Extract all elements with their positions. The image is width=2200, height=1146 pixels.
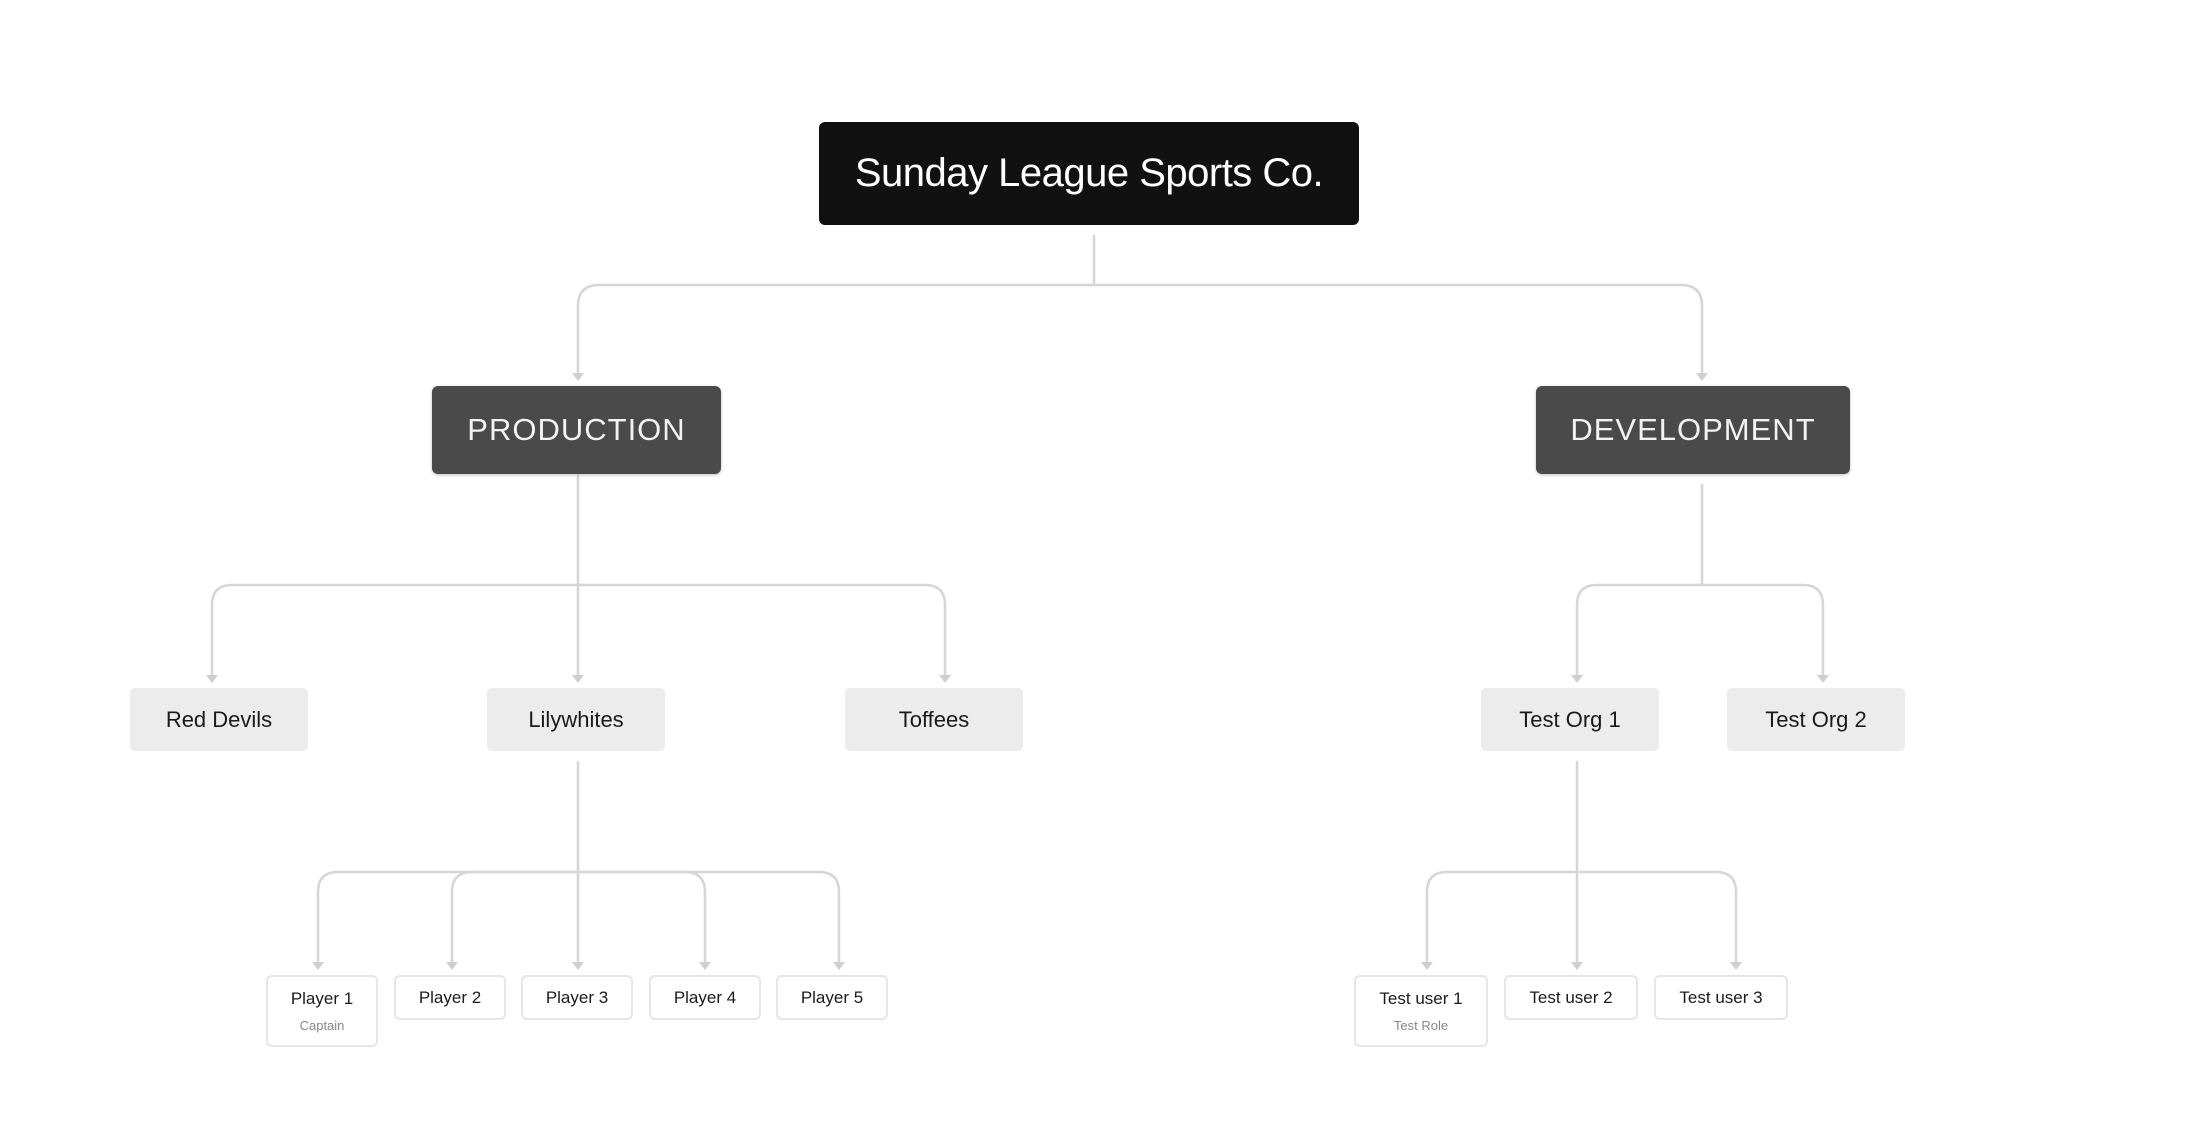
member-name: Test user 2	[1529, 987, 1613, 1007]
team-node-lilywhites[interactable]: Lilywhites	[487, 688, 665, 751]
org-root-node[interactable]: Sunday League Sports Co.	[819, 122, 1359, 225]
team-node-test-org-1[interactable]: Test Org 1	[1481, 688, 1659, 751]
team-label: Test Org 2	[1765, 706, 1867, 732]
member-name: Test user 3	[1679, 987, 1763, 1007]
connector-production-red-devils	[210, 583, 580, 677]
arrow-player-4	[699, 962, 711, 970]
connector-development-test-org-2	[1700, 583, 1825, 677]
org-root-label: Sunday League Sports Co.	[854, 151, 1324, 195]
connector-lilywhites-player-5	[576, 870, 841, 964]
team-label: Red Devils	[165, 706, 273, 732]
connector-production-toffees	[576, 583, 947, 677]
arrow-red-devils	[206, 675, 218, 683]
team-node-test-org-2[interactable]: Test Org 2	[1727, 688, 1905, 751]
arrow-test-org-1	[1571, 675, 1583, 683]
member-node-player-4[interactable]: Player 4	[649, 975, 761, 1020]
arrow-test-org-2	[1817, 675, 1829, 683]
arrow-player-2	[446, 962, 458, 970]
arrow-test-user-3	[1730, 962, 1742, 970]
team-node-toffees[interactable]: Toffees	[845, 688, 1023, 751]
member-name: Player 1	[290, 989, 354, 1008]
team-label: Toffees	[898, 706, 970, 732]
arrow-production	[572, 373, 584, 381]
connector-development-test-org-1	[1575, 583, 1704, 677]
team-label: Test Org 1	[1519, 706, 1621, 732]
env-node-production[interactable]: PRODUCTION	[432, 386, 721, 474]
member-name: Player 4	[673, 987, 737, 1007]
arrow-player-5	[833, 962, 845, 970]
connector-lilywhites-player-4	[576, 870, 707, 964]
env-node-development[interactable]: DEVELOPMENT	[1536, 386, 1850, 474]
member-node-test-user-3[interactable]: Test user 3	[1654, 975, 1788, 1020]
connector-root-production	[576, 283, 1096, 375]
arrow-toffees	[939, 675, 951, 683]
member-node-test-user-2[interactable]: Test user 2	[1504, 975, 1638, 1020]
team-label: Lilywhites	[528, 706, 624, 732]
member-role: Captain	[299, 1018, 345, 1033]
connector-test-org-1-user-3	[1575, 870, 1738, 964]
arrow-player-1	[312, 962, 324, 970]
connector-arrowheads	[206, 373, 1829, 970]
team-node-red-devils[interactable]: Red Devils	[130, 688, 308, 751]
member-node-player-5[interactable]: Player 5	[776, 975, 888, 1020]
member-node-player-2[interactable]: Player 2	[394, 975, 506, 1020]
connector-root-development	[1092, 283, 1704, 375]
connector-lilywhites-player-2	[450, 870, 580, 964]
member-role: Test Role	[1393, 1018, 1449, 1033]
member-node-player-1[interactable]: Player 1 Captain	[266, 975, 378, 1047]
member-name: Player 3	[545, 987, 609, 1007]
arrow-development	[1696, 373, 1708, 381]
arrow-lilywhites	[572, 675, 584, 683]
connector-test-org-1-user-1	[1425, 870, 1579, 964]
member-node-test-user-1[interactable]: Test user 1 Test Role	[1354, 975, 1488, 1047]
connector-lilywhites-player-1	[316, 870, 580, 964]
arrow-player-3	[572, 962, 584, 970]
member-node-player-3[interactable]: Player 3	[521, 975, 633, 1020]
env-label-production: PRODUCTION	[467, 412, 686, 447]
arrow-test-user-1	[1421, 962, 1433, 970]
env-label-development: DEVELOPMENT	[1570, 412, 1816, 447]
member-name: Player 2	[418, 987, 482, 1007]
arrow-test-user-2	[1571, 962, 1583, 970]
member-name: Player 5	[800, 987, 864, 1007]
member-name: Test user 1	[1379, 989, 1463, 1008]
